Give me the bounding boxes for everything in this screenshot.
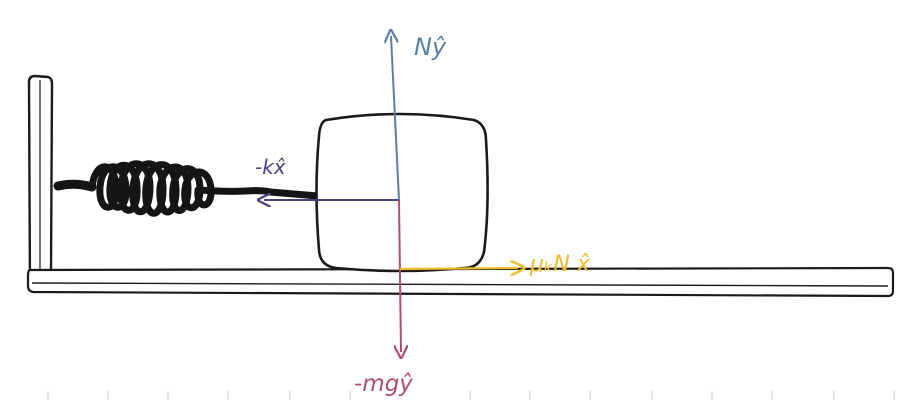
wall	[27, 74, 55, 292]
friction-force-label: μₖN x̂	[529, 252, 591, 277]
normal-force-arrow	[391, 36, 400, 201]
friction-force-arrow	[399, 268, 518, 269]
gravity-force-arrow	[399, 199, 401, 352]
spring	[53, 160, 322, 217]
gravity-force-label: -mgŷ	[354, 371, 413, 397]
ruler-ticks	[47, 391, 895, 400]
normal-force-label: Nŷ	[414, 33, 447, 61]
block	[315, 112, 489, 273]
floor	[26, 266, 895, 298]
spring-force-label: -kx̂	[255, 155, 286, 179]
